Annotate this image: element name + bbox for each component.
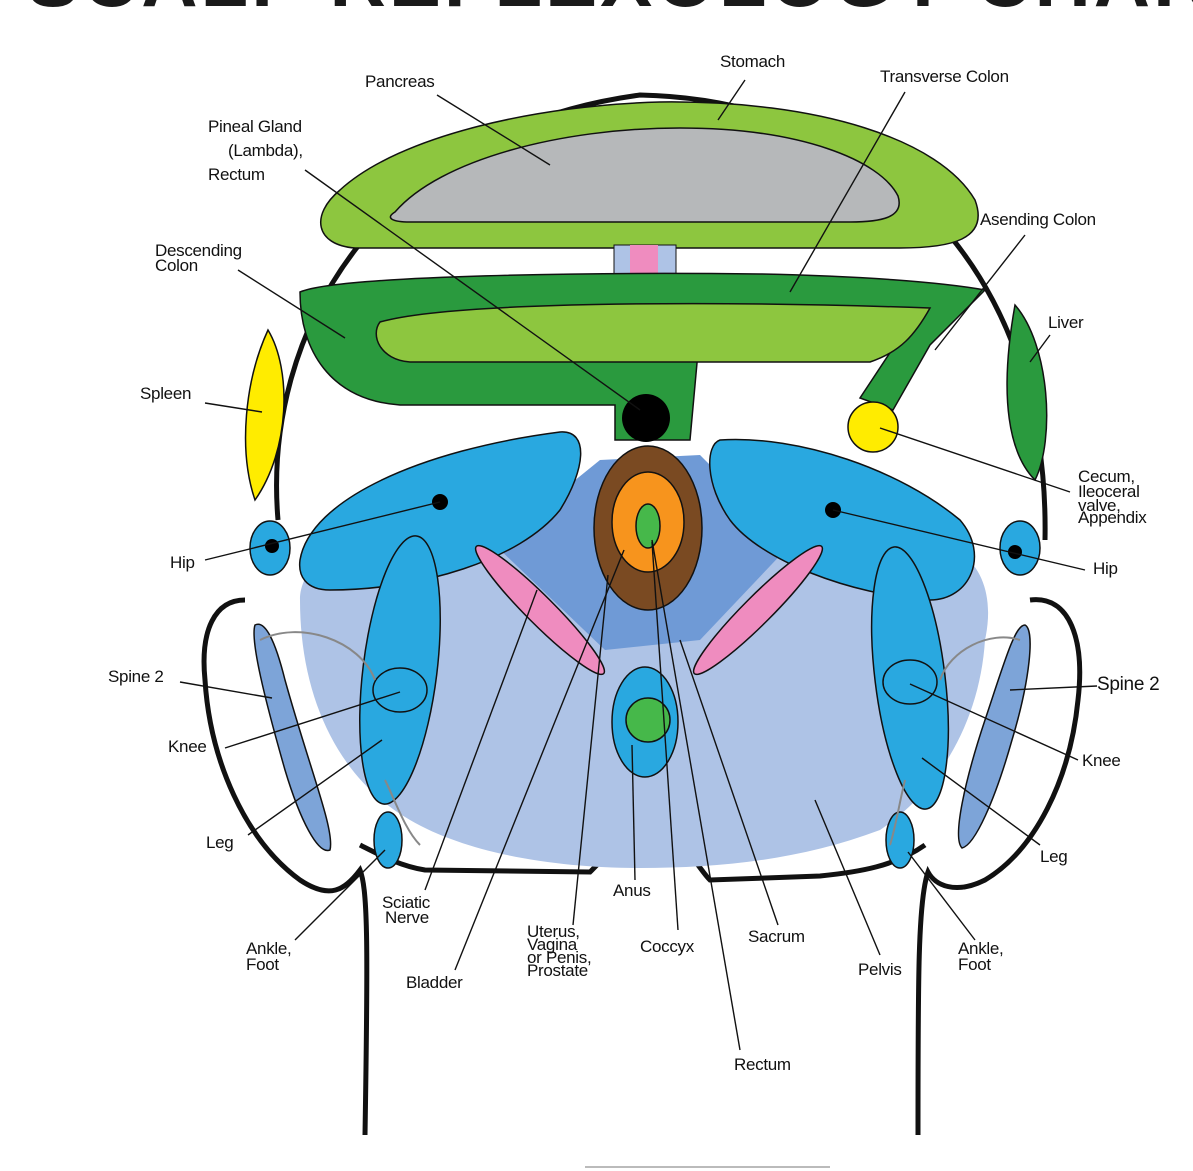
label-bladder: Bladder [406,973,463,992]
colon-shape [299,272,987,441]
cecum-shape [847,401,899,453]
label-uterus: Uterus, Vagina or Penis, Prostate [527,922,596,980]
chart-title: SCALP REFLEXOLOGY CHART [27,0,1193,23]
label-stomach: Stomach [720,52,785,71]
spine-strips [253,623,1031,852]
label-pancreas: Pancreas [365,72,434,91]
label-sciatic: Sciatic Nerve [382,893,434,927]
stalk [613,244,677,278]
head-outline [201,92,1083,1136]
stomach-shape [320,101,979,249]
uterus-shapes [474,544,824,676]
label-spleen: Spleen [140,384,191,403]
labels: Stomach Pancreas Transverse Colon Pineal… [108,52,1160,1074]
label-anus: Anus [613,881,651,900]
label-cecum: Cecum, Ileoceral valve, Appendix [1078,467,1147,527]
label-ankle-right: Ankle, Foot [958,939,1008,974]
label-hip-left: Hip [170,553,195,572]
label-coccyx: Coccyx [640,937,695,956]
label-hip-right: Hip [1093,559,1118,578]
label-leg-left: Leg [206,833,233,852]
label-pelvis: Pelvis [858,960,902,979]
label-descending-colon: Descending Colon [155,241,246,275]
spleen-shape [244,328,285,502]
label-transverse-colon: Transverse Colon [880,67,1009,86]
liver-shape [1006,303,1048,482]
hip-wings [249,431,1041,869]
label-sacrum: Sacrum [748,927,805,946]
label-spine-right: Spine 2 [1097,674,1159,695]
label-liver: Liver [1048,313,1084,332]
anus-dot [625,697,671,743]
leader-lines [179,79,1098,1051]
label-leg-right: Leg [1040,847,1067,866]
sciatic-curves [259,631,1021,846]
hip-points [265,494,1022,559]
label-knee-right: Knee [1082,751,1121,770]
label-spine-left: Spine 2 [108,667,164,686]
pineal-dot [622,394,670,442]
label-pineal: Pineal Gland (Lambda), Rectum [208,117,307,184]
label-rectum: Rectum [734,1055,791,1074]
label-ascending-colon: Asending Colon [980,210,1096,229]
label-knee-left: Knee [168,737,207,756]
label-ankle-left: Ankle, Foot [246,939,296,974]
sacrum-shape [593,445,703,611]
